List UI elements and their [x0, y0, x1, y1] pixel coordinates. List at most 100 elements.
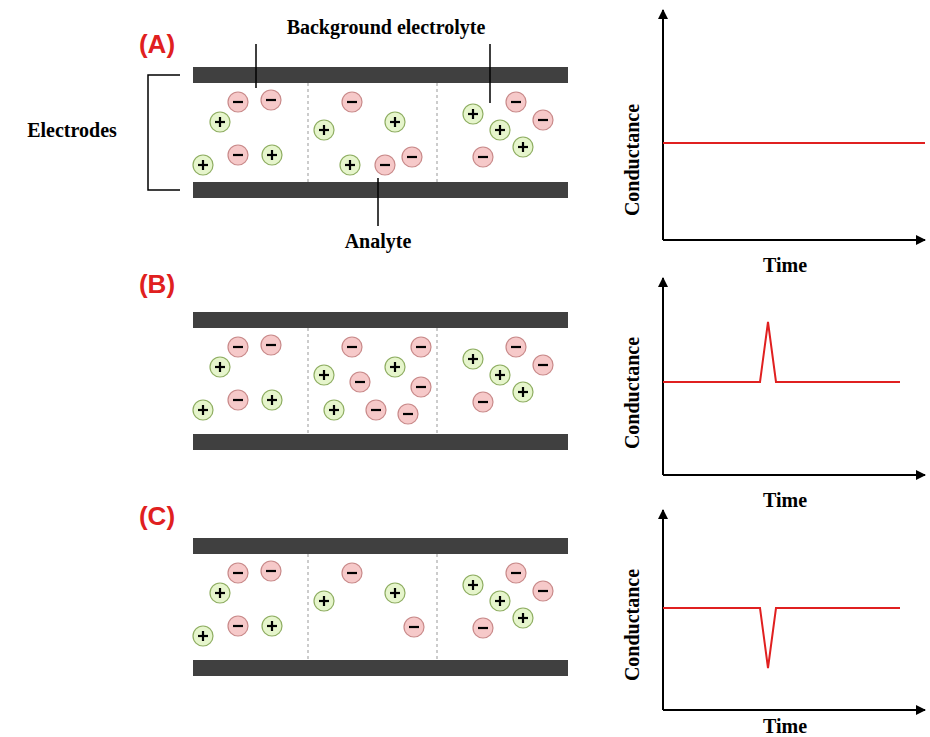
- axis: [663, 709, 925, 711]
- panel-label: (C): [139, 502, 175, 531]
- cation: [262, 616, 282, 636]
- cation: [490, 365, 510, 385]
- anion: [506, 92, 526, 112]
- signal-trace: [663, 322, 900, 382]
- cation: [340, 155, 360, 175]
- anion: [473, 618, 493, 638]
- zone-divider: [437, 554, 438, 660]
- anion: [533, 581, 553, 601]
- anion: [342, 92, 362, 112]
- anion: [533, 355, 553, 375]
- cation: [314, 120, 334, 140]
- electrode: [193, 434, 568, 450]
- zone-divider: [308, 83, 309, 182]
- anion: [228, 563, 248, 583]
- graph-b: [663, 278, 925, 475]
- cation: [463, 349, 483, 369]
- axis: [663, 239, 925, 241]
- axis-label: Conductance: [621, 337, 643, 449]
- anion: [261, 335, 281, 355]
- anion: [473, 392, 493, 412]
- cation: [210, 357, 230, 377]
- axis-label: Time: [763, 715, 807, 737]
- cation: [385, 112, 405, 132]
- electrode: [193, 538, 568, 554]
- signal-trace: [663, 608, 900, 668]
- cation: [210, 112, 230, 132]
- part-label: Background electrolyte: [287, 16, 486, 38]
- axis: [662, 510, 664, 710]
- cation: [513, 137, 533, 157]
- anion: [411, 377, 431, 397]
- axis-label: Conductance: [621, 104, 643, 216]
- cation: [513, 382, 533, 402]
- axis: [662, 10, 664, 240]
- leader-line: [255, 44, 257, 88]
- axis-label: Conductance: [621, 569, 643, 681]
- anion: [261, 90, 281, 110]
- panel-label: (B): [139, 270, 175, 299]
- capillary-c: [193, 538, 568, 676]
- cation: [513, 608, 533, 628]
- bracket: [148, 75, 180, 190]
- anion: [533, 110, 553, 130]
- cation: [193, 400, 213, 420]
- zone-divider: [437, 83, 438, 182]
- anion: [402, 147, 422, 167]
- ions: [193, 90, 553, 646]
- anion: [228, 145, 248, 165]
- anion: [342, 563, 362, 583]
- leader-line: [377, 178, 379, 226]
- leader-line: [489, 44, 491, 103]
- anion: [228, 616, 248, 636]
- zone-divider: [437, 328, 438, 434]
- anion: [506, 563, 526, 583]
- cation: [385, 357, 405, 377]
- axis-label: Time: [763, 489, 807, 511]
- anion: [228, 390, 248, 410]
- anion: [375, 155, 395, 175]
- anion: [342, 337, 362, 357]
- anion: [228, 92, 248, 112]
- panel-label: (A): [139, 30, 175, 59]
- part-label: Analyte: [345, 230, 412, 252]
- cation: [490, 120, 510, 140]
- cation: [314, 365, 334, 385]
- graph-c: [663, 510, 925, 710]
- zone-divider: [308, 554, 309, 660]
- cation: [193, 155, 213, 175]
- cation: [314, 591, 334, 611]
- cation: [463, 104, 483, 124]
- cation: [463, 575, 483, 595]
- part-label: Electrodes: [27, 119, 117, 141]
- cation: [490, 591, 510, 611]
- capillary-b: [193, 312, 568, 450]
- cation: [210, 583, 230, 603]
- cation: [262, 145, 282, 165]
- zone-divider: [308, 328, 309, 434]
- cation: [324, 400, 344, 420]
- axis: [663, 474, 925, 476]
- electrode: [193, 182, 568, 198]
- electrode: [193, 312, 568, 328]
- electrode: [193, 660, 568, 676]
- anion: [398, 404, 418, 424]
- anion: [506, 337, 526, 357]
- axis-label: Time: [763, 254, 807, 276]
- anion: [261, 561, 281, 581]
- anion: [228, 337, 248, 357]
- axis: [662, 278, 664, 475]
- anion: [366, 400, 386, 420]
- anion: [473, 147, 493, 167]
- cation: [385, 583, 405, 603]
- graph-a: [663, 10, 925, 240]
- anion: [411, 337, 431, 357]
- cation: [193, 626, 213, 646]
- electrode: [193, 67, 568, 83]
- anion: [350, 372, 370, 392]
- anion: [404, 617, 424, 637]
- cation: [262, 390, 282, 410]
- signal-trace: [663, 142, 925, 144]
- capillary-a: [193, 67, 568, 198]
